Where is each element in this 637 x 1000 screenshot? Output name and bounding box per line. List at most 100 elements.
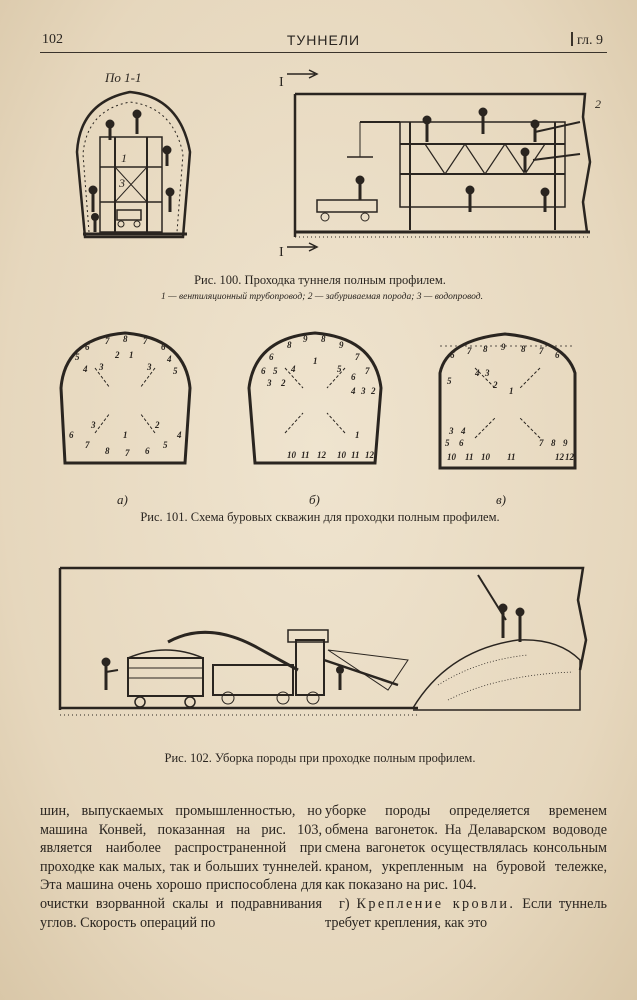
right-paragraph-2-text: Если туннель требует крепления, как это [325,895,607,931]
hole-c-21: 12 [555,452,565,462]
left-paragraph: шин, выпускаемых промышленностью, но маш… [40,803,322,931]
hole-c-12: 3 [448,426,454,436]
hole-b-10: 2 [280,378,286,388]
hole-c-3: 9 [501,342,506,352]
scheme-c-outline [438,332,577,470]
hole-c-1: 7 [467,346,472,356]
hole-c-23: 11 [465,452,474,462]
fig101-label-b: б) [309,492,320,507]
hole-b-8: 4 [290,364,296,374]
hole-b-23: 11 [351,450,360,460]
hole-a-0: 6 [85,342,90,352]
fig102-caption: Рис. 102. Уборка породы при проходке пол… [164,751,476,765]
hole-c-19: 10 [481,452,491,462]
section-label: По 1-1 [104,70,141,85]
hole-a-13: 6 [69,430,74,440]
hole-a-1: 7 [105,336,110,346]
hole-b-1: 9 [303,334,308,344]
callout-2: 2 [595,97,601,111]
section-heading-roof-support: Крепление кровли. [356,895,516,912]
running-title: ТУННЕЛИ [286,32,361,48]
page-number: 102 [42,32,63,47]
fig100-caption: Рис. 100. Проходка туннеля полным профил… [194,273,446,287]
hole-b-3: 9 [339,340,344,350]
hole-a-2: 8 [123,334,128,344]
hole-a-8: 2 [114,350,120,360]
hole-b-17: 2 [370,386,376,396]
hole-b-12: 7 [365,366,370,376]
section-letter: г) [339,895,357,912]
figure-100-drawing: По 1-1 1 3 [75,69,601,260]
hole-a-18: 5 [163,440,168,450]
text-column-left: шин, выпускаемых промышленностью, но маш… [40,802,322,932]
hole-c-22: 10 [447,452,457,462]
hole-b-18: 1 [355,430,360,440]
hole-c-13: 4 [460,426,466,436]
hole-c-10: 2 [492,380,498,390]
fig100-longitudinal-section [293,92,592,238]
hole-b-4: 6 [269,352,274,362]
hole-c-8: 4 [474,368,480,378]
hole-c-18: 9 [563,438,568,448]
right-paragraph-2: г) Крепление кровли. Если туннель требуе… [325,895,607,932]
hole-b-20: 11 [301,450,310,460]
chapter-label: гл. 9 [570,32,603,49]
hole-a-11: 4 [166,354,172,364]
hole-a-3: 7 [143,336,148,346]
hole-b-16: 3 [360,386,366,396]
fig101-label-a: а) [117,492,128,507]
hole-c-14: 5 [445,438,450,448]
hole-c-5: 7 [539,346,544,356]
hole-b-6: 6 [261,366,266,376]
fig101-label-c: в) [496,492,506,507]
hole-c-24: 12 [565,452,575,462]
hole-a-15: 8 [105,446,110,456]
hole-a-12: 5 [173,366,178,376]
hole-c-7: 5 [447,376,452,386]
hole-b-15: 4 [350,386,356,396]
hole-b-19: 10 [287,450,297,460]
hole-b-14: 5 [337,364,342,374]
hole-c-9: 3 [484,368,490,378]
running-header: 102 ТУННЕЛИ гл. 9 [40,30,607,53]
hole-a-22: 1 [123,430,128,440]
callout-1-left: 1 [121,151,127,165]
hole-b-0: 8 [287,340,292,350]
hole-a-21: 2 [154,420,160,430]
hole-a-7: 3 [98,362,104,372]
hole-a-17: 6 [145,446,150,456]
right-paragraph-1: уборке породы определяется временем обме… [325,803,607,894]
hole-c-0: 6 [450,350,455,360]
hole-c-11: 1 [509,386,514,396]
hole-b-2: 8 [321,334,326,344]
hole-c-20: 11 [507,452,516,462]
hole-a-4: 6 [161,342,166,352]
hole-a-5: 5 [75,352,80,362]
fig100-legend: 1 — вентиляционный трубопровод; 2 — забу… [161,292,483,302]
hole-c-17: 8 [551,438,556,448]
figure-102-drawing [58,566,588,716]
hole-b-9: 3 [266,378,272,388]
hole-b-5: 7 [355,352,360,362]
figure-101-drawing: 6 7 8 7 6 5 4 3 2 1 3 4 5 6 7 8 7 6 5 4 … [59,331,577,470]
hole-b-11: 1 [313,356,318,366]
hole-c-2: 8 [483,344,488,354]
hole-a-19: 4 [176,430,182,440]
hole-b-7: 5 [273,366,278,376]
hole-b-22: 10 [337,450,347,460]
hole-b-24: 12 [365,450,375,460]
callout-3: 3 [118,176,125,190]
scheme-b-outline [247,331,383,465]
hole-b-21: 12 [317,450,327,460]
cross-marker-top: I [279,75,284,90]
fig101-caption: Рис. 101. Схема буровых скважин для прох… [140,510,500,524]
scheme-a-outline [59,331,192,465]
fig100-cross-section [75,90,192,239]
hole-c-15: 6 [459,438,464,448]
hole-a-20: 3 [90,420,96,430]
hole-a-16: 7 [125,448,130,458]
hole-a-9: 1 [129,350,134,360]
hole-a-14: 7 [85,440,90,450]
hole-a-6: 4 [82,364,88,374]
